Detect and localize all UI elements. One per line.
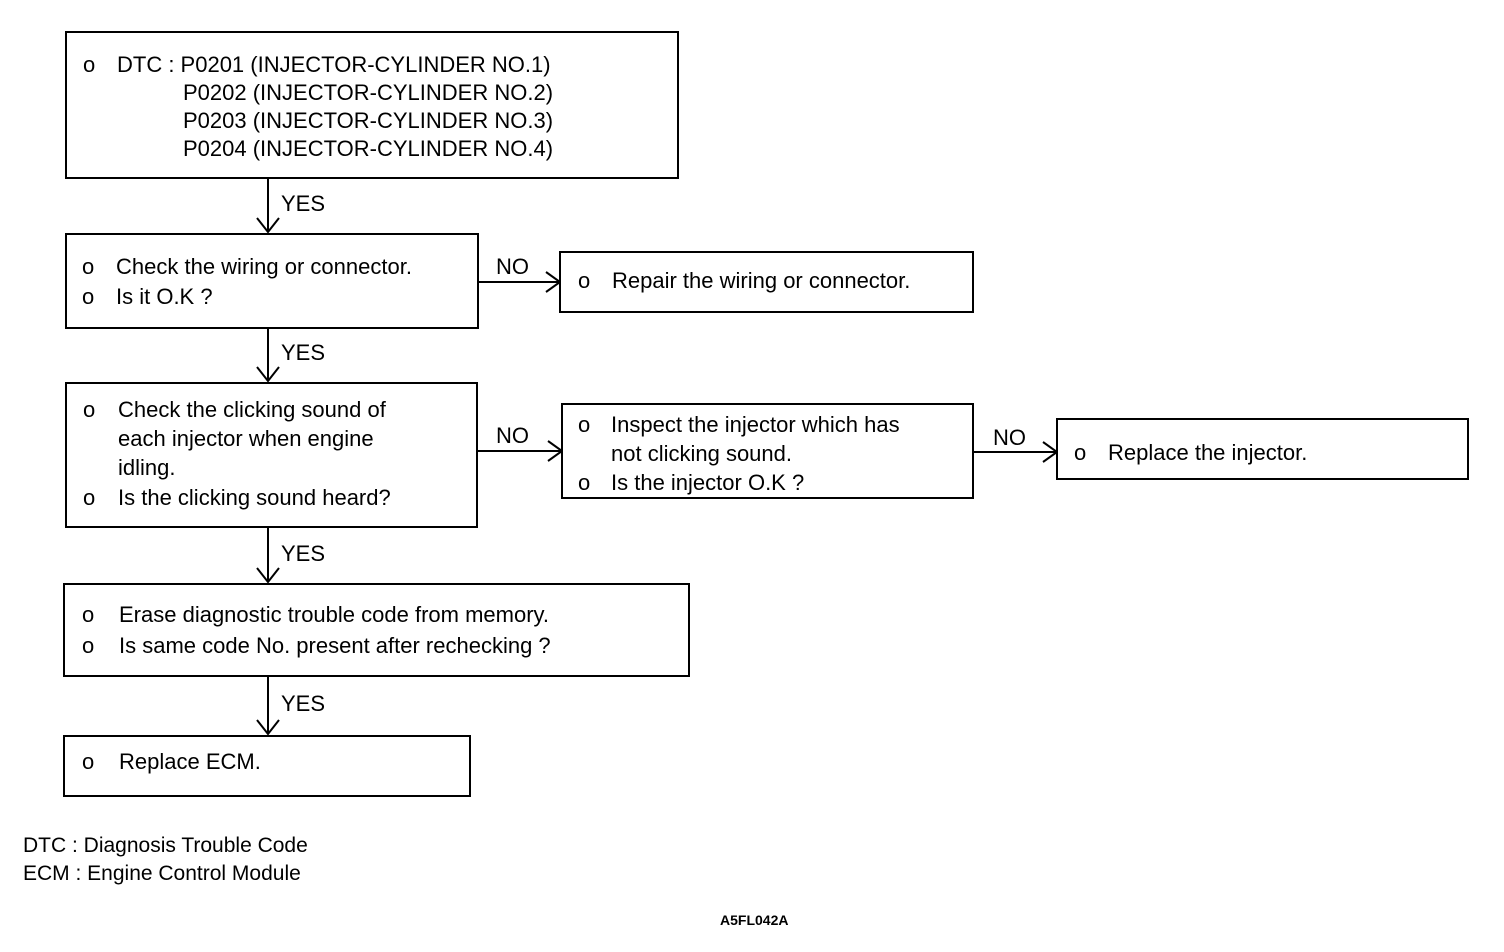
dtc-line-3: P0203 (INJECTOR-CYLINDER NO.3) <box>183 108 554 133</box>
figure-code: A5FL042A <box>720 912 789 928</box>
label-wiring-to-repair: NO <box>496 254 529 279</box>
label-clicking-to-erase: YES <box>281 541 326 566</box>
check-clicking-question: Is the clicking sound heard? <box>118 485 391 510</box>
replace-ecm-bullet: o <box>82 749 95 774</box>
inspect-injector-line-1: Inspect the injector which has <box>611 412 900 437</box>
replace-injector-bullet: o <box>1074 440 1087 465</box>
arrowhead-wiring-to-clicking <box>256 366 280 383</box>
dtc-bullet: o <box>83 52 96 77</box>
inspect-injector-box: o Inspect the injector which has not cli… <box>561 403 974 499</box>
check-clicking-bullet-2: o <box>83 485 96 510</box>
repair-wiring-text: Repair the wiring or connector. <box>612 268 911 293</box>
arrowhead-clicking-to-erase <box>256 567 280 584</box>
label-wiring-to-clicking: YES <box>281 340 326 365</box>
check-clicking-box: o Check the clicking sound of each injec… <box>65 382 478 528</box>
erase-dtc-question: Is same code No. present after recheckin… <box>119 633 551 658</box>
inspect-injector-question: Is the injector O.K ? <box>611 470 805 495</box>
erase-dtc-box: o Erase diagnostic trouble code from mem… <box>63 583 690 677</box>
inspect-injector-line-2: not clicking sound. <box>611 441 792 466</box>
repair-wiring-box: o Repair the wiring or connector. <box>559 251 974 313</box>
check-clicking-bullet-1: o <box>83 397 96 422</box>
check-wiring-box: o Check the wiring or connector. o Is it… <box>65 233 479 329</box>
label-inspect-to-replace: NO <box>993 425 1026 450</box>
dtc-line-1: DTC : P0201 (INJECTOR-CYLINDER NO.1) <box>117 52 551 77</box>
replace-ecm-text: Replace ECM. <box>119 749 261 774</box>
check-clicking-line-3: idling. <box>118 455 176 480</box>
dtc-box: o DTC : P0201 (INJECTOR-CYLINDER NO.1) P… <box>65 31 679 179</box>
erase-dtc-bullet-2: o <box>82 633 95 658</box>
check-wiring-bullet-1: o <box>82 254 95 279</box>
erase-dtc-bullet-1: o <box>82 602 95 627</box>
arrowhead-dtc-to-wiring <box>256 217 280 234</box>
inspect-injector-bullet-1: o <box>578 412 591 437</box>
replace-ecm-box: o Replace ECM. <box>63 735 471 797</box>
dtc-line-2: P0202 (INJECTOR-CYLINDER NO.2) <box>183 80 554 105</box>
legend-ecm: ECM : Engine Control Module <box>23 862 301 885</box>
check-clicking-line-2: each injector when engine <box>118 426 374 451</box>
inspect-injector-bullet-2: o <box>578 470 591 495</box>
check-wiring-text: Check the wiring or connector. <box>116 254 412 279</box>
check-clicking-line-1: Check the clicking sound of <box>118 397 386 422</box>
replace-injector-text: Replace the injector. <box>1108 440 1308 465</box>
label-erase-to-ecm: YES <box>281 691 326 716</box>
replace-injector-box: o Replace the injector. <box>1056 418 1469 480</box>
legend-dtc: DTC : Diagnosis Trouble Code <box>23 834 308 857</box>
check-wiring-bullet-2: o <box>82 284 95 309</box>
repair-wiring-bullet: o <box>578 268 591 293</box>
erase-dtc-text: Erase diagnostic trouble code from memor… <box>119 602 549 627</box>
check-wiring-question: Is it O.K ? <box>116 284 213 309</box>
dtc-line-4: P0204 (INJECTOR-CYLINDER NO.4) <box>183 136 554 161</box>
arrowhead-erase-to-ecm <box>256 719 280 736</box>
label-clicking-to-inspect: NO <box>496 423 529 448</box>
label-dtc-to-wiring: YES <box>281 191 326 216</box>
